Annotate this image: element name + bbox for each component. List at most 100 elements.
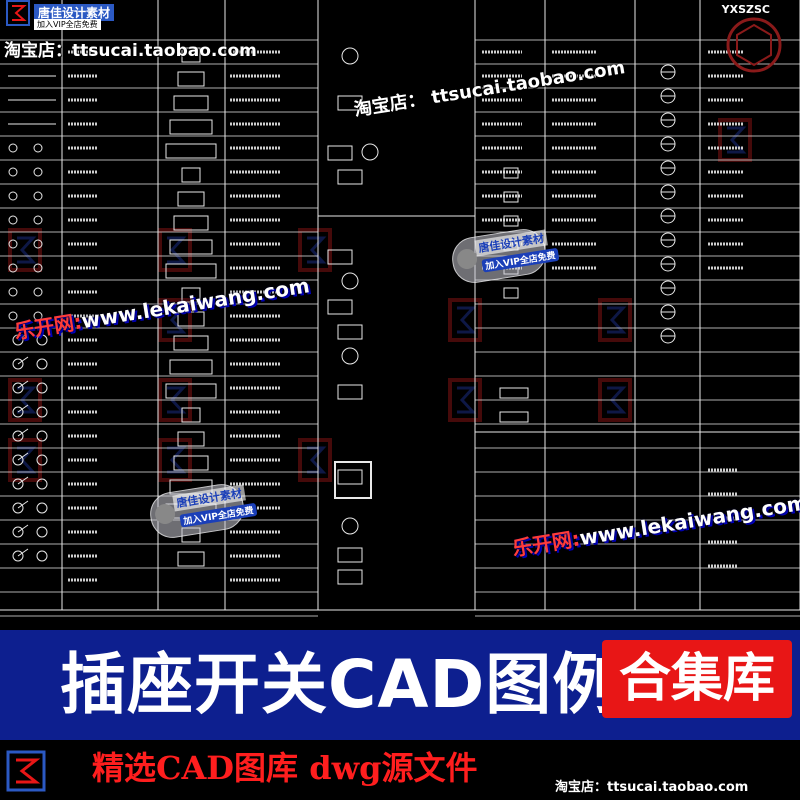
- cad-socket-symbol: [33, 167, 43, 177]
- cad-switch-symbol: [17, 500, 29, 509]
- collection-badge: [602, 640, 792, 718]
- cad-device-symbol: [499, 387, 529, 399]
- cad-panel-symbol: [177, 311, 205, 327]
- watermark-logo-mark: [307, 446, 327, 474]
- cad-socket-symbol: [8, 143, 18, 153]
- cad-switch-symbol: [12, 406, 24, 418]
- watermark-logo-mark: [448, 298, 482, 342]
- cad-device-symbol: [503, 215, 519, 227]
- cad-switch-symbol: [12, 454, 24, 466]
- cad-fixture-symbol: [341, 347, 359, 365]
- cad-switch-symbol: [36, 550, 48, 562]
- cad-switch-symbol: [12, 334, 24, 346]
- cad-switch-symbol: [36, 334, 48, 346]
- cad-fixture-symbol: [327, 145, 353, 161]
- watermark-logo-mark: [8, 438, 42, 482]
- cad-panel-symbol: [334, 461, 372, 499]
- cad-fixture-symbol: [337, 169, 363, 185]
- watermark-logo-mark: [718, 118, 752, 162]
- cad-drawing-area: 唐佳设计素材 加入VIP全店免费 YXSZSC 淘宝店：ttsucai.taob…: [0, 0, 800, 617]
- watermark-logo-mark: [307, 236, 327, 264]
- cad-socket-symbol: [33, 311, 43, 321]
- cad-panel-symbol: [177, 431, 205, 447]
- brand-name: 唐佳设计素材: [34, 4, 115, 21]
- cad-panel-symbol: [181, 287, 201, 303]
- cad-panel-symbol: [173, 455, 209, 471]
- brand-logo-icon: [6, 0, 30, 26]
- cad-panel-symbol: [169, 359, 213, 375]
- cad-device-symbol: [499, 411, 529, 423]
- cad-switch-symbol: [17, 476, 29, 485]
- cad-panel-symbol: [169, 239, 213, 255]
- cad-switch-symbol: [12, 502, 24, 514]
- product-code: YXSZSC: [721, 3, 770, 16]
- watermark-logo-mark: [17, 236, 37, 264]
- cad-switch-symbol: [17, 524, 29, 533]
- cad-socket-symbol: [33, 191, 43, 201]
- cad-socket-symbol: [8, 215, 18, 225]
- cad-switch-symbol: [36, 430, 48, 442]
- watermark-logo-mark: [167, 446, 187, 474]
- watermark-logo-mark: [167, 236, 187, 264]
- watermark-logo-mark: [727, 126, 747, 154]
- cad-socket-symbol: [8, 263, 18, 273]
- cad-switch-symbol: [36, 502, 48, 514]
- watermark-logo-mark: [298, 228, 332, 272]
- watermark-logo-mark: [598, 298, 632, 342]
- watermark-logo-mark: [167, 306, 187, 334]
- footer-bar: [0, 740, 800, 800]
- cad-switch-symbol: [17, 332, 29, 341]
- cad-switch-symbol: [17, 380, 29, 389]
- cad-socket-symbol: [33, 287, 43, 297]
- cad-panel-symbol: [173, 215, 209, 231]
- cad-fixture-symbol: [341, 47, 359, 65]
- cad-panel-symbol: [173, 335, 209, 351]
- cad-fixture-symbol: [341, 517, 359, 535]
- product-subtitle: 精选CAD图库 dwg源文件: [92, 749, 478, 787]
- cad-fixture-symbol: [337, 569, 363, 585]
- cad-switch-symbol: [17, 548, 29, 557]
- cad-socket-symbol: [33, 239, 43, 249]
- cad-switch-symbol: [36, 478, 48, 490]
- cad-socket-symbol: [33, 143, 43, 153]
- cad-panel-symbol: [177, 71, 205, 87]
- cad-fixture-symbol: [337, 95, 363, 111]
- watermark-logo-mark: [298, 438, 332, 482]
- cad-socket-symbol: [8, 311, 18, 321]
- cad-switch-symbol: [36, 358, 48, 370]
- cad-switch-symbol: [17, 452, 29, 461]
- cad-fixture-symbol: [361, 143, 379, 161]
- cad-socket-symbol: [8, 287, 18, 297]
- cad-panel-symbol: [181, 47, 201, 63]
- cad-fixture-symbol: [327, 249, 353, 265]
- footer-shop-name: 淘宝店：ttsucai.taobao.com: [555, 780, 749, 795]
- cad-panel-symbol: [177, 551, 205, 567]
- cad-panel-symbol: [181, 167, 201, 183]
- cad-switch-symbol: [12, 478, 24, 490]
- cad-fixture-symbol: [337, 469, 363, 485]
- watermark-logo-mark: [607, 306, 627, 334]
- cad-panel-symbol: [169, 119, 213, 135]
- cad-switch-symbol: [12, 430, 24, 442]
- cad-switch-symbol: [12, 526, 24, 538]
- watermark-logo-mark: [17, 446, 37, 474]
- cad-fixture-symbol: [341, 272, 359, 290]
- cad-switch-symbol: [17, 428, 29, 437]
- watermark-logo-mark: [8, 228, 42, 272]
- cad-panel-symbol: [165, 383, 217, 399]
- cad-panel-symbol: [165, 143, 217, 159]
- emblem-icon: [726, 17, 782, 73]
- cad-fixture-symbol: [327, 299, 353, 315]
- cad-switch-symbol: [12, 358, 24, 370]
- cad-switch-symbol: [36, 406, 48, 418]
- cad-switch-symbol: [12, 382, 24, 394]
- cad-socket-symbol: [8, 239, 18, 249]
- cad-panel-symbol: [177, 191, 205, 207]
- cad-panel-symbol: [173, 95, 209, 111]
- cad-switch-symbol: [17, 356, 29, 365]
- watermark-logo-mark: [158, 298, 192, 342]
- cad-socket-symbol: [8, 191, 18, 201]
- cad-socket-symbol: [33, 215, 43, 225]
- cad-device-symbol: [503, 287, 519, 299]
- cad-socket-symbol: [33, 263, 43, 273]
